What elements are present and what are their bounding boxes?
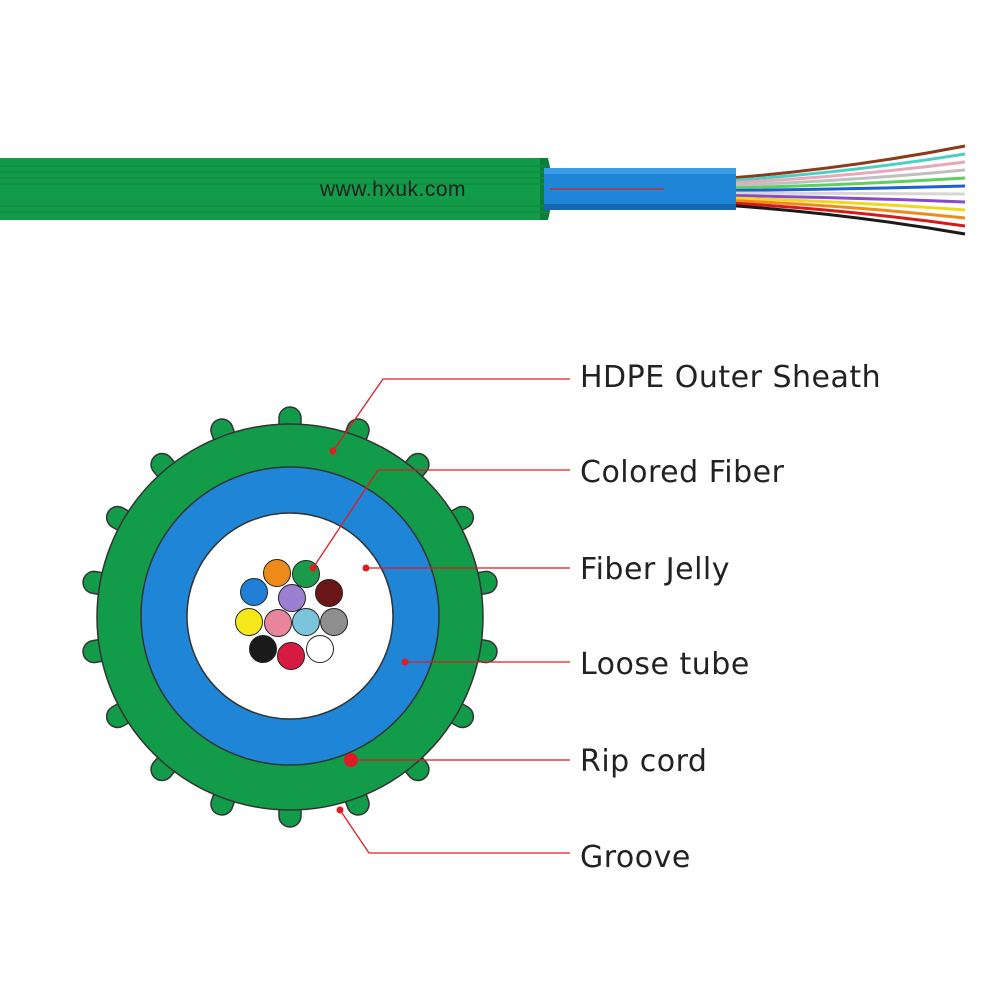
fiber-strand <box>729 144 966 180</box>
fiber-strand <box>729 176 966 190</box>
fiber-white <box>306 635 334 663</box>
sheath-side <box>0 158 552 220</box>
fiber-orange <box>263 559 291 587</box>
rip-cord <box>344 753 358 767</box>
fiber-red <box>277 642 305 670</box>
fiber-yellow <box>235 608 263 636</box>
callout-rip-cord: Rip cord <box>344 744 707 779</box>
fiber-rose <box>264 609 292 637</box>
callout-fiber-jelly: Fiber Jelly <box>362 552 730 587</box>
label-groove: Groove <box>580 840 691 875</box>
fiber-strands <box>729 144 966 236</box>
fiber-strand <box>729 152 966 182</box>
cross-section <box>82 406 498 828</box>
fiber-strand <box>729 199 966 220</box>
fiber-violet <box>278 584 306 612</box>
label-fiber-jelly: Fiber Jelly <box>580 552 730 587</box>
label-rip-cord: Rip cord <box>580 744 707 779</box>
fiber-slate <box>320 608 348 636</box>
callout-colored-fiber: Colored Fiber <box>309 455 785 572</box>
cable-side-view: www.hxuk.com <box>0 144 966 236</box>
callouts: HDPE Outer Sheath Colored Fiber Fiber Je… <box>309 360 881 875</box>
fiber-strand <box>729 194 966 204</box>
fiber-strand <box>729 196 966 212</box>
fiber-black <box>249 635 277 663</box>
label-loose-tube: Loose tube <box>580 647 750 682</box>
callout-groove: Groove <box>336 806 691 875</box>
label-hdpe-outer-sheath: HDPE Outer Sheath <box>580 360 881 395</box>
callout-hdpe: HDPE Outer Sheath <box>329 360 881 455</box>
callout-loose-tube: Loose tube <box>401 647 750 682</box>
fiber-strand <box>729 168 966 187</box>
website-text: www.hxuk.com <box>319 178 466 201</box>
fiber-strand <box>729 204 966 236</box>
fiber-strand <box>729 191 966 196</box>
label-colored-fiber: Colored Fiber <box>580 455 785 490</box>
fiber-strand <box>729 184 966 192</box>
fiber-strand <box>729 160 966 185</box>
fiber-strand <box>729 201 966 228</box>
loose-tube-side <box>544 168 736 210</box>
fiber-blue <box>240 578 268 606</box>
fiber-brown <box>315 579 343 607</box>
fiber-aqua <box>292 608 320 636</box>
